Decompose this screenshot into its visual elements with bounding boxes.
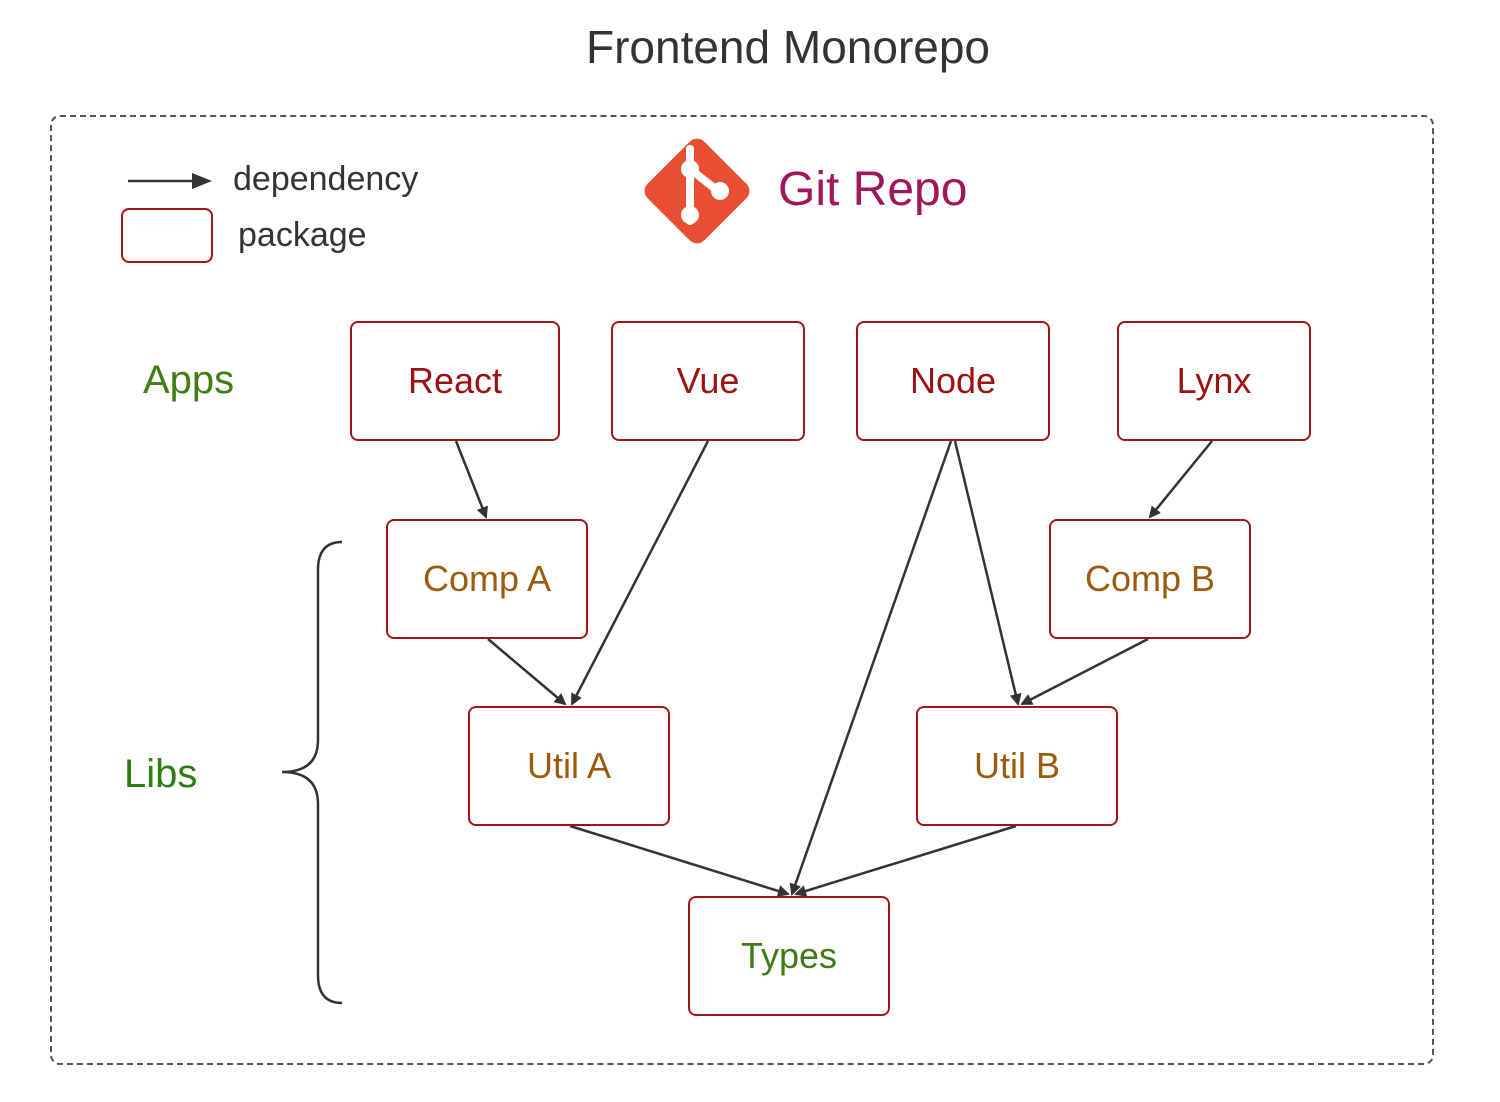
edge-comp-a-util-a <box>487 638 567 706</box>
edge-util-b-types <box>794 824 1017 897</box>
edge-util-a-types <box>569 824 790 897</box>
package-comp-a: Comp A <box>386 519 588 639</box>
git-logo-icon <box>644 138 750 244</box>
libs-group-label: Libs <box>124 752 198 796</box>
apps-group-label: Apps <box>143 358 235 402</box>
legend-dependency-label: dependency <box>233 160 419 198</box>
edge-react-comp-a <box>454 440 488 519</box>
legend-package-label: package <box>238 216 367 254</box>
package-util-b: Util B <box>916 706 1118 826</box>
legend-package-swatch <box>121 208 213 263</box>
git-repo-label: Git Repo <box>778 163 968 216</box>
edge-comp-b-util-b <box>1020 637 1149 706</box>
package-comp-b: Comp B <box>1049 519 1251 639</box>
package-util-a: Util A <box>468 706 670 826</box>
edge-lynx-comp-b <box>1148 440 1213 519</box>
edge-vue-util-a <box>570 440 710 706</box>
package-react: React <box>350 321 560 441</box>
diagram-title: Frontend Monorepo <box>585 21 991 73</box>
edge-node-util-b <box>953 440 1022 706</box>
legend-arrow-icon <box>128 173 212 189</box>
package-vue: Vue <box>611 321 805 441</box>
package-types: Types <box>688 896 890 1016</box>
package-node: Node <box>856 321 1050 441</box>
libs-brace <box>281 540 343 1005</box>
edge-node-types <box>789 440 953 896</box>
package-lynx: Lynx <box>1117 321 1311 441</box>
repo-boundary <box>50 115 1434 1065</box>
